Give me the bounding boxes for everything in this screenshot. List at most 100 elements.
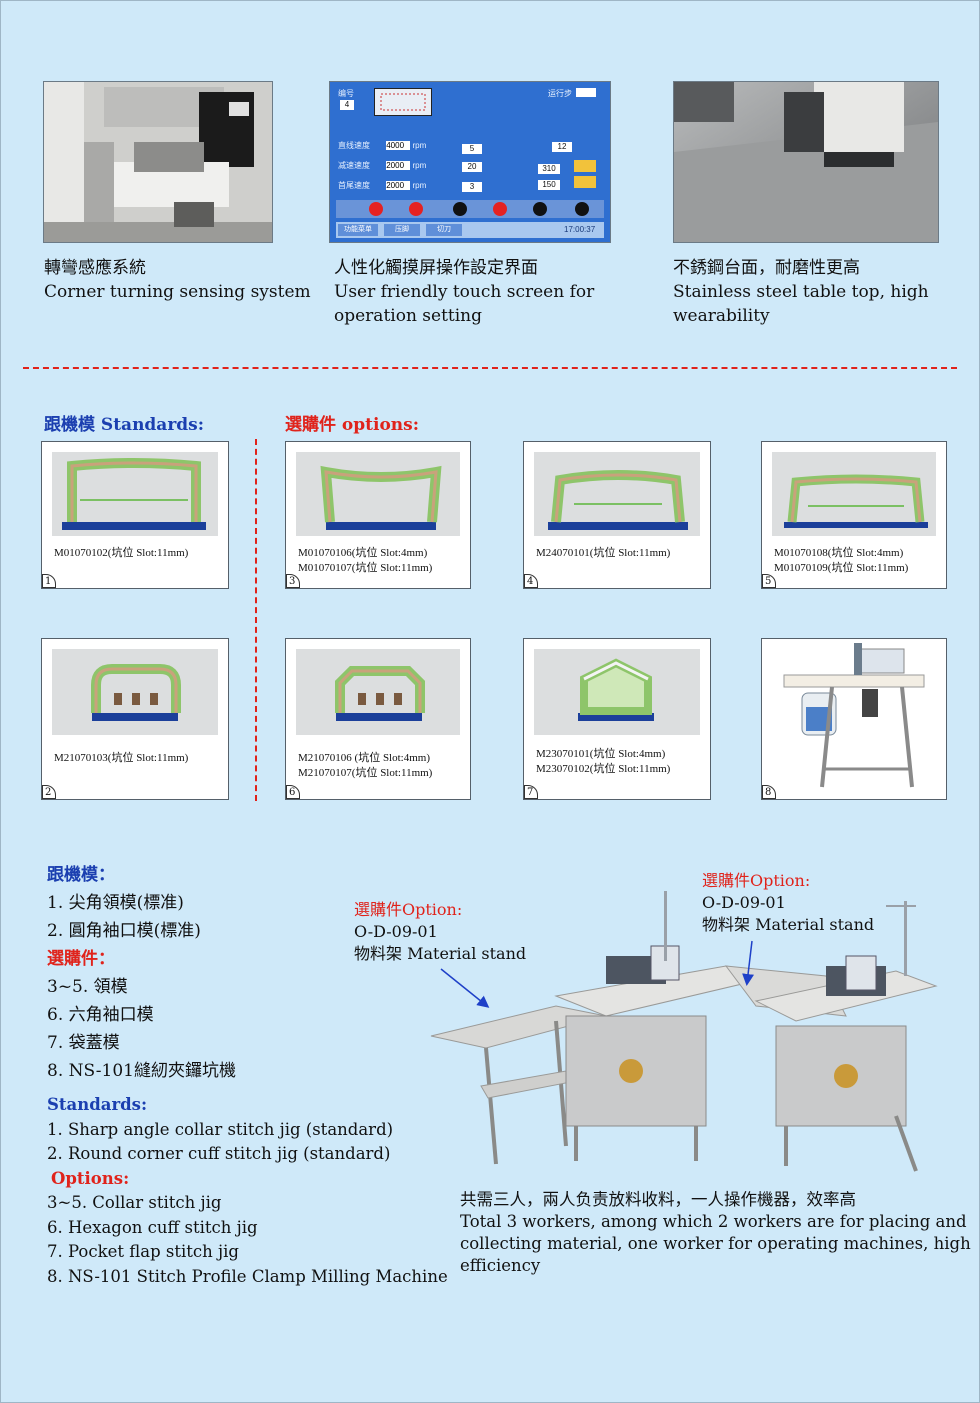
jig-image — [52, 452, 218, 536]
feature-zh: 人性化觸摸屏操作設定界面 — [334, 258, 538, 278]
left-callout-arrow-icon — [440, 968, 490, 1008]
jig-code: M24070101(坑位 Slot:11mm) — [536, 547, 671, 559]
screen-value-field: 20 — [462, 162, 482, 172]
zh-option-item: 8. NS-101縫紉夾鑼坑機 — [47, 1061, 236, 1081]
feature-en: Corner turning sensing system — [44, 282, 311, 302]
jig-card-1: M01070102(坑位 Slot:11mm) 1 — [41, 441, 229, 589]
jig-image — [534, 452, 700, 536]
en-option-item: 3~5. Collar stitch jig — [47, 1193, 222, 1212]
screen-step-label: 运行步 — [548, 89, 572, 98]
jig-number: 5 — [762, 574, 776, 588]
options-title: 選購件 options: — [285, 415, 419, 435]
corner-sensor-illustration — [44, 82, 272, 242]
material-stand-callout-left: 選購件Option: O-D-09-01 物料架 Material stand — [354, 899, 526, 965]
callout-code: O-D-09-01 — [702, 893, 786, 912]
jig-card-5: M01070108(坑位 Slot:4mm) M01070109(坑位 Slot… — [761, 441, 947, 589]
workers-en-1: Total 3 workers, among which 2 workers a… — [460, 1212, 967, 1231]
en-option-item: 7. Pocket flap stitch jig — [47, 1242, 239, 1261]
screen-row-value: 2000 — [386, 181, 411, 190]
screen-up-arrow-icon[interactable] — [574, 160, 596, 172]
callout-code: O-D-09-01 — [354, 922, 438, 941]
jig-code-2: M21070107(坑位 Slot:11mm) — [298, 767, 433, 779]
jig-image — [772, 452, 936, 536]
zh-standard-item: 2. 圓角袖口模(標准) — [47, 921, 201, 941]
zh-standards-heading: 跟機模： — [47, 865, 115, 885]
screen-top-label: 编号 — [338, 89, 354, 98]
jig-number: 4 — [524, 574, 538, 588]
jig-number: 7 — [524, 785, 538, 799]
en-option-item: 8. NS-101 Stitch Profile Clamp Milling M… — [47, 1266, 448, 1286]
en-options-heading: Options: — [51, 1168, 130, 1188]
feature-caption-1: 轉彎感應系統 Corner turning sensing system — [44, 256, 311, 304]
screen-row-3: 首尾速度 2000 rpm — [338, 180, 604, 200]
jig-number: 3 — [286, 574, 300, 588]
zh-jig-list: 跟機模： 1. 尖角領模(標准) 2. 圓角袖口模(標准) 選購件： 3~5. … — [47, 861, 236, 1085]
callout-name: 物料架 Material stand — [702, 915, 875, 934]
right-callout-arrow-icon — [742, 940, 755, 986]
screen-row-value: 2000 — [386, 161, 411, 170]
feature-en: User friendly touch screen for — [334, 282, 595, 302]
en-option-item: 6. Hexagon cuff stitch jig — [47, 1217, 258, 1237]
screen-value-field: 3 — [462, 182, 482, 192]
jig-number: 8 — [762, 785, 776, 799]
feature-en-cont: operation setting — [334, 306, 483, 326]
feature-en-cont: wearability — [673, 306, 770, 326]
zh-option-item: 6. 六角袖口模 — [47, 1005, 154, 1025]
en-standards-heading: Standards: — [47, 1095, 148, 1114]
en-jig-list: Standards: 1. Sharp angle collar stitch … — [47, 1093, 448, 1289]
screen-row-value: 4000 — [386, 141, 411, 150]
screen-value-field: 5 — [462, 144, 482, 154]
jig-code-2: M01070109(坑位 Slot:11mm) — [774, 562, 909, 574]
zh-option-item: 3~5. 領模 — [47, 977, 128, 997]
jig-code: M01070106(坑位 Slot:4mm) — [298, 547, 428, 559]
screen-preview-box — [374, 88, 432, 116]
jig-card-3: M01070106(坑位 Slot:4mm) M01070107(坑位 Slot… — [285, 441, 471, 589]
jig-code-2: M23070102(坑位 Slot:11mm) — [536, 763, 671, 775]
feature-en: Stainless steel table top, high — [673, 282, 929, 302]
steel-table-illustration — [674, 82, 938, 242]
feature-caption-2: 人性化觸摸屏操作設定界面 User friendly touch screen … — [334, 256, 594, 328]
screen-number-field: 4 — [340, 100, 354, 110]
callout-arrows — [440, 940, 755, 1008]
screen-row-1: 直线速度 4000 rpm — [338, 140, 604, 160]
jig-number: 6 — [286, 785, 300, 799]
jig-card-4: M24070101(坑位 Slot:11mm) 4 — [523, 441, 711, 589]
screen-cutter-button[interactable]: 切刀 — [426, 224, 462, 236]
jig-image — [534, 649, 700, 735]
screen-row-label: 减速速度 — [338, 161, 370, 170]
milling-machine-illustration — [783, 643, 925, 788]
screen-presser-button[interactable]: 压脚 — [384, 224, 420, 236]
touch-screen-photo: 编号 运行步 4 直线速度 4000 rpm 减速速度 2000 rpm 首尾速… — [329, 81, 611, 243]
jig-code: M23070101(坑位 Slot:4mm) — [536, 748, 666, 760]
screen-row-unit: rpm — [412, 181, 427, 190]
zh-option-item: 7. 袋蓋模 — [47, 1033, 120, 1053]
callout-name: 物料架 Material stand — [354, 944, 527, 963]
jig-code-2: M01070107(坑位 Slot:11mm) — [298, 562, 433, 574]
screen-menu-button[interactable]: 功能菜单 — [338, 224, 378, 236]
feature-zh: 不銹鋼台面，耐磨性更高 — [673, 258, 860, 278]
callout-title: 選購件Option: — [354, 900, 463, 919]
callout-title: 選購件Option: — [702, 871, 811, 890]
jig-number: 1 — [42, 574, 56, 588]
screen-row-2: 减速速度 2000 rpm — [338, 160, 604, 180]
screen-count-field: 12 — [552, 142, 572, 152]
jig-card-8-milling-machine: 8 — [761, 638, 947, 800]
jig-code: M01070108(坑位 Slot:4mm) — [774, 547, 904, 559]
material-stand-callout-right: 選購件Option: O-D-09-01 物料架 Material stand — [702, 870, 874, 936]
screen-down-arrow-icon[interactable] — [574, 176, 596, 188]
workstation-illustration — [430, 891, 938, 1172]
screen-output-field: 310 — [538, 164, 560, 174]
screen-step-field — [576, 88, 596, 97]
screen-clock: 17:00:37 — [564, 225, 596, 234]
jig-number: 2 — [42, 785, 56, 799]
jig-code: M01070102(坑位 Slot:11mm) — [54, 547, 189, 559]
corner-sensor-photo — [43, 81, 273, 243]
en-standard-item: 1. Sharp angle collar stitch jig (standa… — [47, 1119, 394, 1139]
jig-card-7: M23070101(坑位 Slot:4mm) M23070102(坑位 Slot… — [523, 638, 711, 800]
screen-speed-rows: 直线速度 4000 rpm 减速速度 2000 rpm 首尾速度 2000 rp… — [338, 140, 604, 200]
screen-row-label: 直线速度 — [338, 141, 370, 150]
feature-zh: 轉彎感應系統 — [44, 258, 146, 278]
workers-en-3: efficiency — [460, 1256, 541, 1275]
feature-caption-3: 不銹鋼台面，耐磨性更高 Stainless steel table top, h… — [673, 256, 929, 328]
